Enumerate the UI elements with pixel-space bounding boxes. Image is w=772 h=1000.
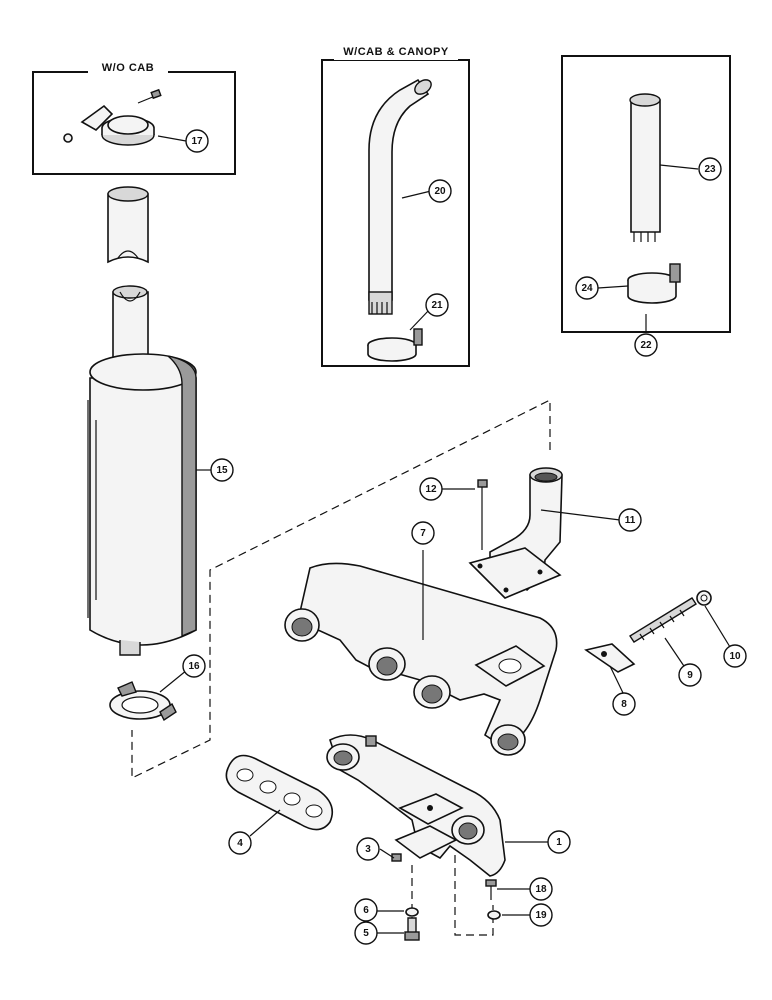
callout-12: 12 bbox=[419, 477, 443, 501]
box-without-cab: W/O CAB bbox=[32, 60, 236, 175]
callout-circle bbox=[529, 877, 553, 901]
callout-number: 21 bbox=[431, 300, 443, 311]
callout-7: 7 bbox=[411, 521, 435, 545]
callout-11: 11 bbox=[618, 508, 642, 532]
callout-number: 1 bbox=[556, 837, 562, 848]
callout-number: 12 bbox=[425, 484, 437, 495]
callout-number: 24 bbox=[581, 283, 593, 294]
callout-1: 1 bbox=[547, 830, 571, 854]
callout-number: 7 bbox=[420, 528, 426, 539]
muffler-flange-clamp bbox=[109, 681, 177, 722]
callout-circle bbox=[698, 157, 722, 181]
routing-dash-lower bbox=[454, 855, 494, 936]
callout-number: 18 bbox=[535, 884, 547, 895]
rain-cap bbox=[63, 88, 162, 146]
callout-16: 16 bbox=[182, 654, 206, 678]
callout-circle bbox=[354, 921, 378, 945]
callout-number: 17 bbox=[191, 136, 203, 147]
callout-circle bbox=[575, 276, 599, 300]
callout-circle bbox=[228, 831, 252, 855]
callout-21: 21 bbox=[425, 293, 449, 317]
callout-circle bbox=[354, 898, 378, 922]
callout-20: 20 bbox=[428, 179, 452, 203]
callout-15: 15 bbox=[210, 458, 234, 482]
callout-circle bbox=[529, 903, 553, 927]
pipe-clamp bbox=[627, 263, 681, 304]
bolt-5 bbox=[404, 917, 420, 941]
callout-circle bbox=[428, 179, 452, 203]
callout-23: 23 bbox=[698, 157, 722, 181]
callout-circle bbox=[182, 654, 206, 678]
nut-10 bbox=[696, 590, 712, 606]
callout-circle bbox=[210, 458, 234, 482]
box-with-cab-canopy-title: W/CAB & CANOPY bbox=[343, 46, 449, 58]
callout-circle bbox=[547, 830, 571, 854]
clamp-8 bbox=[584, 643, 636, 673]
callout-17: 17 bbox=[185, 129, 209, 153]
callout-circle bbox=[356, 837, 380, 861]
bolt-18 bbox=[485, 879, 497, 900]
callout-number: 8 bbox=[621, 699, 627, 710]
callout-circle bbox=[634, 333, 658, 357]
callout-number: 16 bbox=[188, 661, 200, 672]
callout-19: 19 bbox=[529, 903, 553, 927]
stack-clamp bbox=[367, 328, 423, 362]
box-without-cab-title: W/O CAB bbox=[102, 62, 154, 74]
callout-circle bbox=[612, 692, 636, 716]
exhaust-elbow bbox=[468, 467, 563, 599]
routing-dash-upper bbox=[131, 399, 551, 779]
washer-6 bbox=[405, 907, 419, 917]
callout-number: 22 bbox=[640, 340, 652, 351]
callout-circle bbox=[618, 508, 642, 532]
elbow-bolt bbox=[477, 479, 488, 550]
exhaust-manifold-lower bbox=[326, 734, 506, 877]
callout-18: 18 bbox=[529, 877, 553, 901]
callout-number: 20 bbox=[434, 186, 446, 197]
callout-number: 6 bbox=[363, 905, 369, 916]
callout-number: 15 bbox=[216, 465, 228, 476]
callout-circle bbox=[723, 644, 747, 668]
callout-4: 4 bbox=[228, 831, 252, 855]
callout-number: 4 bbox=[237, 838, 243, 849]
curved-exhaust-stack bbox=[368, 78, 432, 315]
callout-number: 19 bbox=[535, 910, 547, 921]
callout-number: 3 bbox=[365, 844, 371, 855]
callout-22: 22 bbox=[634, 333, 658, 357]
manifold-gasket bbox=[225, 754, 334, 831]
nut-19 bbox=[487, 910, 501, 920]
callouts bbox=[157, 135, 731, 934]
callout-3: 3 bbox=[356, 837, 380, 861]
box-with-cab-canopy: W/CAB & CANOPY bbox=[321, 44, 470, 367]
callout-labels: 17 20 21 23 24 15 16 11 12 7 8 9 10 4 3 1 18 19 6 5 22 bbox=[182, 129, 747, 945]
callout-circle bbox=[425, 293, 449, 317]
callout-circle bbox=[419, 477, 443, 501]
straight-exhaust-pipe bbox=[629, 93, 661, 242]
callout-8: 8 bbox=[612, 692, 636, 716]
callout-number: 23 bbox=[704, 164, 716, 175]
callout-10: 10 bbox=[723, 644, 747, 668]
callout-number: 9 bbox=[687, 670, 693, 681]
callout-number: 10 bbox=[729, 651, 741, 662]
callout-24: 24 bbox=[575, 276, 599, 300]
callout-circle bbox=[411, 521, 435, 545]
exhaust-manifold-upper bbox=[284, 562, 558, 756]
callout-circle bbox=[678, 663, 702, 687]
stud-9 bbox=[629, 597, 697, 643]
callout-number: 11 bbox=[625, 515, 636, 526]
callout-number: 5 bbox=[363, 928, 369, 939]
callout-9: 9 bbox=[678, 663, 702, 687]
muffler-outlet-sleeve bbox=[107, 186, 149, 264]
muffler bbox=[87, 285, 197, 656]
box-stack-kit bbox=[561, 55, 731, 333]
stud-3 bbox=[391, 853, 402, 862]
callout-circle bbox=[185, 129, 209, 153]
callout-5: 5 bbox=[354, 921, 378, 945]
callout-6: 6 bbox=[354, 898, 378, 922]
